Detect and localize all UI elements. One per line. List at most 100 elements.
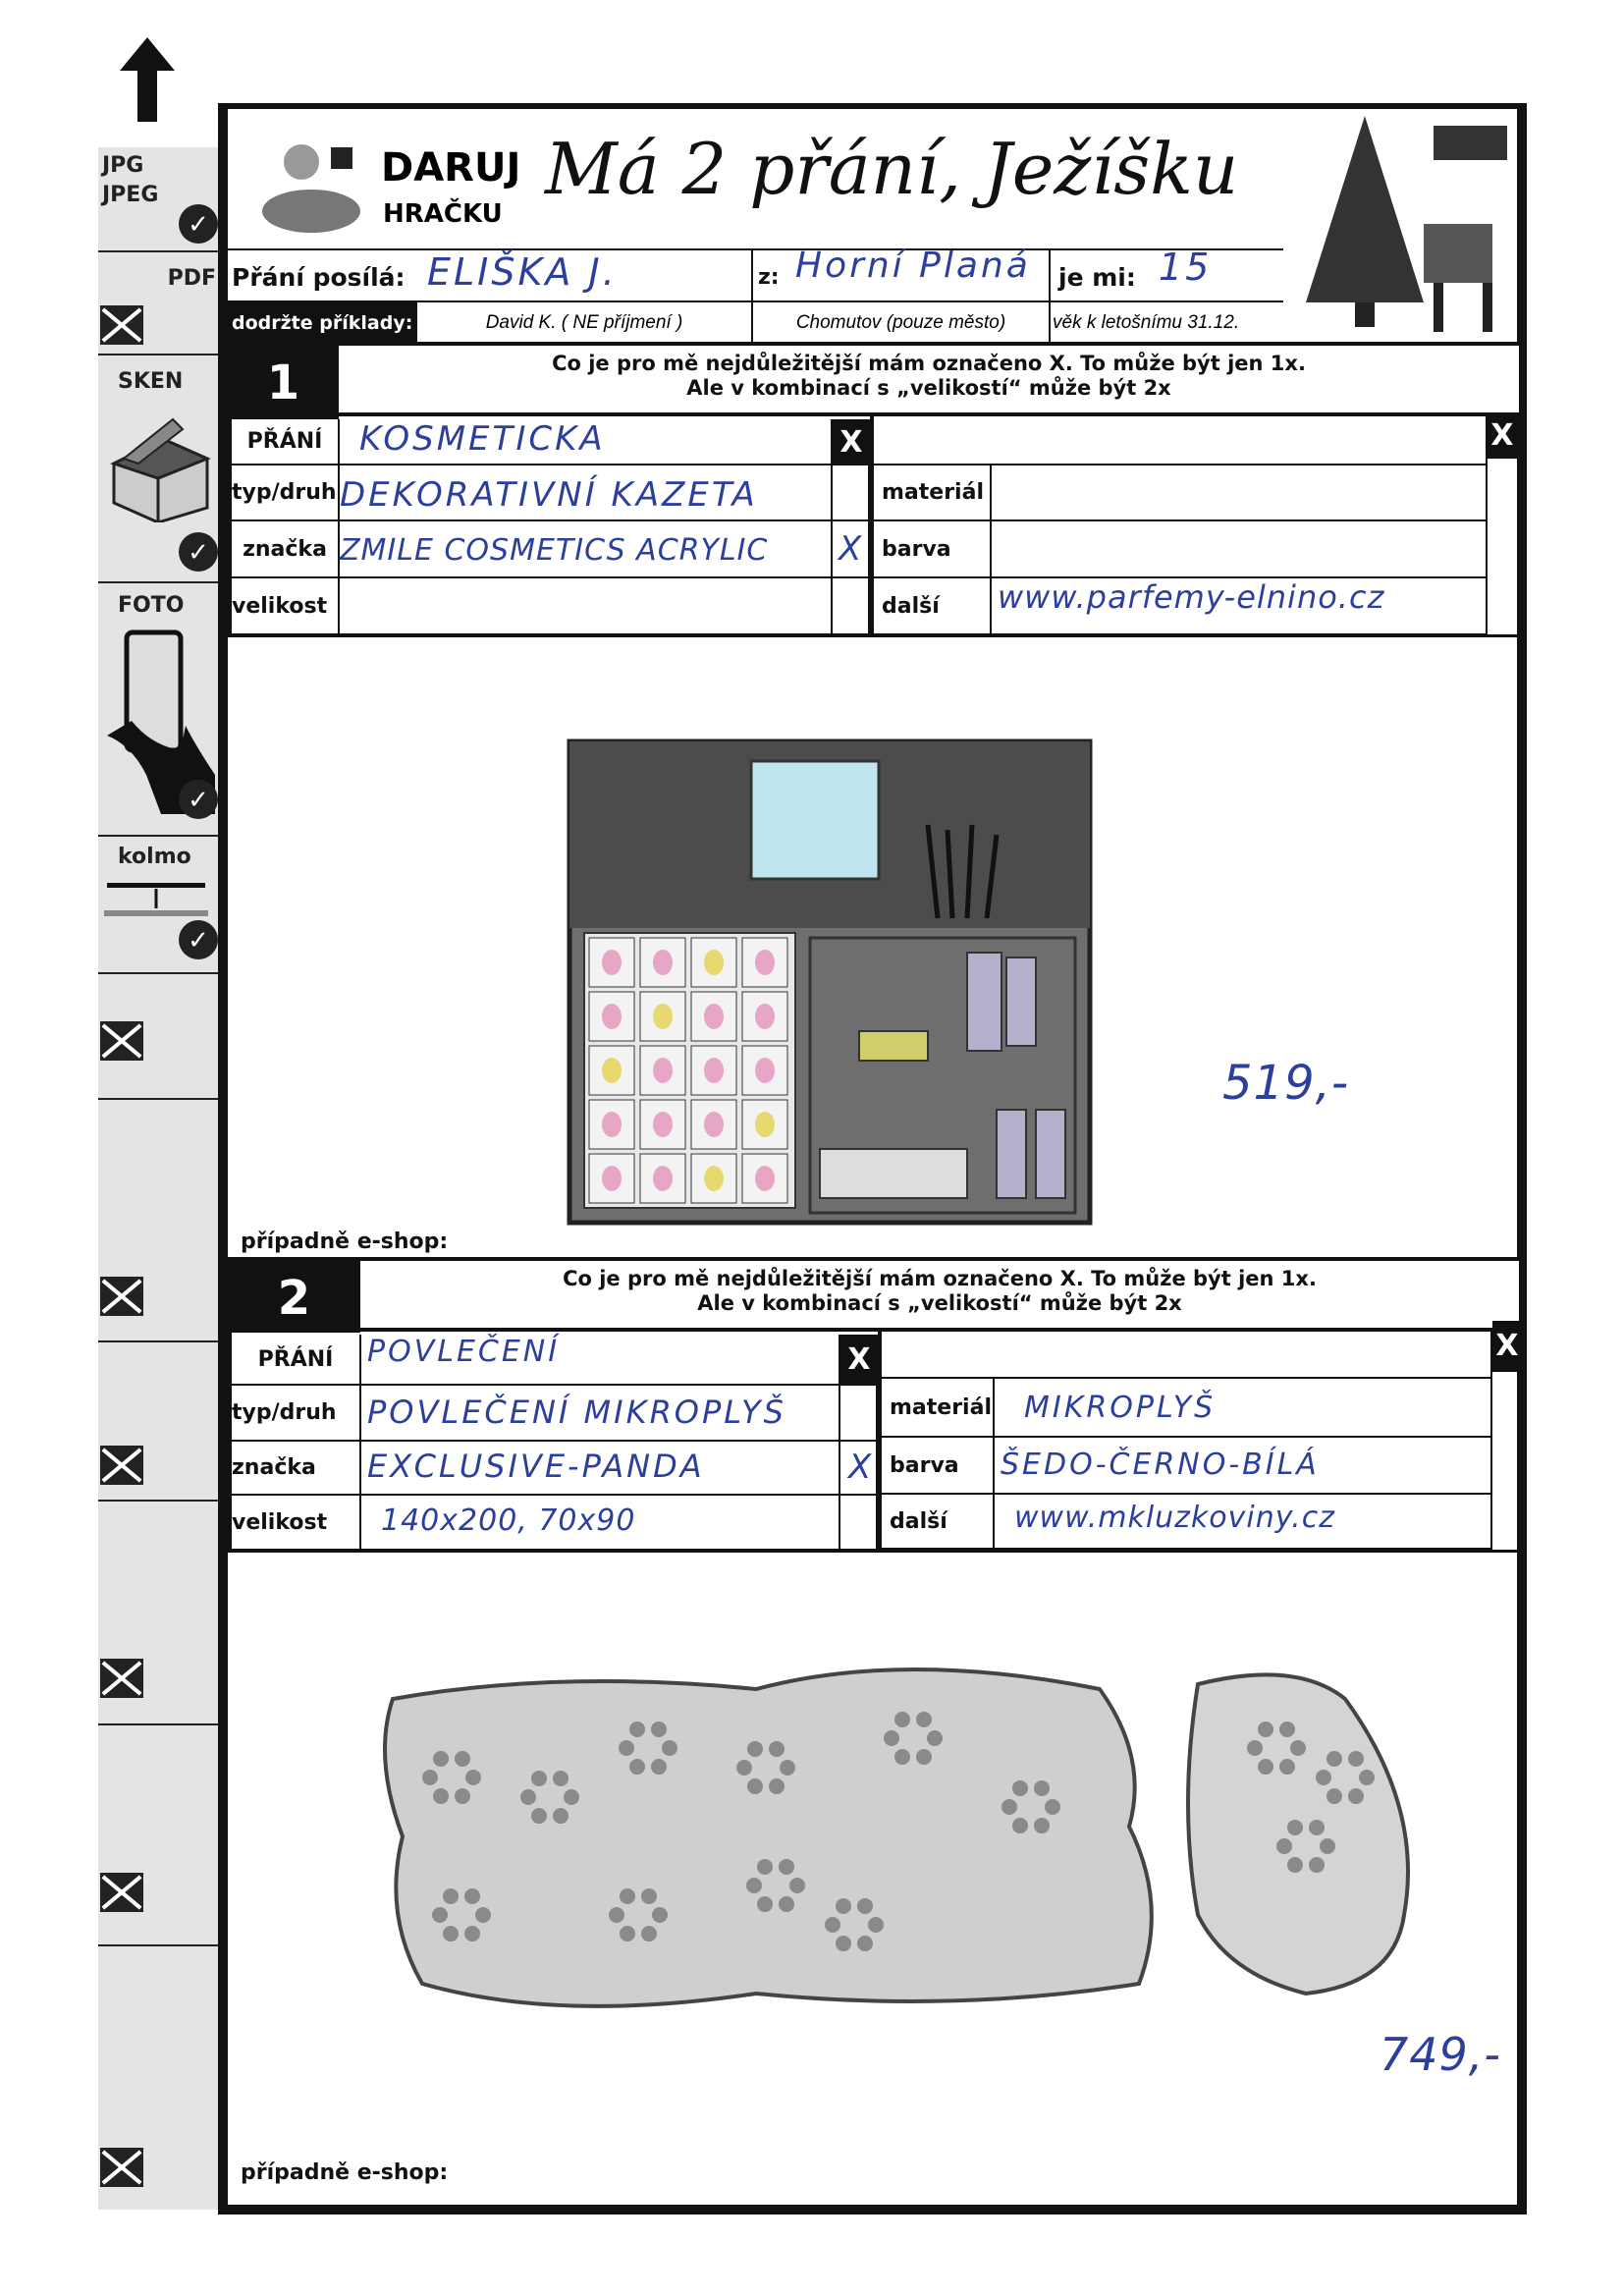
x-box-icon (100, 1021, 143, 1061)
palette-color (704, 1166, 724, 1191)
sidebar-label: JPG (102, 153, 144, 178)
right-header-cell (882, 1328, 1492, 1379)
other-field[interactable]: www.mkluzkoviny.cz (995, 1495, 1492, 1550)
pattern-dot (443, 1887, 459, 1904)
pattern-dot (1316, 1770, 1331, 1785)
pattern-dot (789, 1878, 805, 1893)
wish-number: 1 (266, 355, 300, 410)
palette-color (755, 1004, 775, 1029)
pattern-dot (553, 1808, 568, 1825)
pattern-dot (464, 1926, 480, 1942)
pattern-dot (662, 1740, 677, 1756)
size-priority-cell[interactable] (833, 578, 870, 635)
sidebar-label: SKEN (118, 369, 184, 394)
palette-color (653, 1058, 673, 1083)
palette-color (602, 1166, 622, 1191)
example-age: věk k letošnímu 31.12. (1053, 312, 1240, 333)
pattern-dot (894, 1711, 910, 1727)
pattern-dot (433, 1788, 449, 1805)
age-field[interactable]: 15 (1159, 246, 1213, 289)
pattern-dot (1309, 1819, 1325, 1835)
palette-color (755, 1166, 775, 1191)
brand-priority-mark[interactable]: X (840, 1442, 878, 1496)
color-field[interactable]: ŠEDO-ČERNO-BÍLÁ (995, 1438, 1492, 1495)
palette-color (602, 1112, 622, 1137)
pattern-dot (1348, 1788, 1364, 1805)
check-icon: ✓ (179, 920, 218, 959)
color-label: barva (874, 521, 992, 578)
pattern-dot (884, 1730, 899, 1746)
brand-field[interactable]: ZMILE COSMETICS ACRYLIC (340, 521, 833, 578)
page-title: Má 2 přání, Ježíšku (545, 128, 1239, 210)
pattern-dot (553, 1770, 568, 1786)
pattern-dot (564, 1789, 579, 1805)
wish-field[interactable]: POVLEČENÍ (361, 1335, 840, 1386)
pattern-dot (1279, 1759, 1295, 1776)
material-label: materiál (874, 465, 992, 521)
pattern-dot (629, 1721, 645, 1737)
pattern-dot (455, 1750, 470, 1767)
sender-name-field[interactable]: ELIŠKA J. (427, 250, 618, 294)
type-field[interactable]: DEKORATIVNÍ KAZETA (340, 465, 833, 521)
example-city: Chomutov (pouze město) (795, 312, 1006, 333)
instruction-text: Co je pro mě nejdůležitější mám označeno… (563, 1267, 1317, 1290)
pattern-dot (1012, 1779, 1028, 1796)
sidebar-item-pdf: PDF (98, 250, 220, 354)
pattern-dot (757, 1896, 773, 1913)
pattern-dot (769, 1740, 785, 1757)
pattern-dot (1247, 1740, 1263, 1756)
pattern-dot (641, 1926, 657, 1942)
size-field[interactable] (340, 578, 833, 635)
pattern-dot (1258, 1759, 1273, 1776)
palette-color (653, 950, 673, 975)
pattern-dot (757, 1858, 773, 1875)
type-priority-cell[interactable] (833, 465, 870, 521)
pattern-dot (1258, 1721, 1273, 1737)
pattern-dot (857, 1897, 873, 1914)
sidebar-item-angled (98, 972, 220, 1098)
material-field[interactable] (992, 465, 1488, 521)
scanner-icon (110, 417, 211, 522)
wish-number-box (228, 1261, 360, 1333)
brand-field[interactable]: EXCLUSIVE-PANDA (361, 1442, 840, 1496)
pattern-dot (520, 1789, 536, 1805)
material-field[interactable]: MIKROPLYŠ (995, 1379, 1492, 1438)
pattern-dot (432, 1907, 448, 1923)
instruction-box: Co je pro mě nejdůležitější mám označeno… (360, 1261, 1519, 1332)
color-field[interactable] (992, 521, 1488, 578)
pattern-dot (1287, 1857, 1303, 1874)
wish-field[interactable]: KOSMETICKA (340, 419, 833, 465)
example-name: David K. ( NE příjmení ) (485, 312, 683, 333)
sidebar-item-landscape (98, 1340, 220, 1500)
size-priority-cell[interactable] (840, 1496, 878, 1551)
brand-label: značka (232, 521, 340, 578)
pattern-dot (769, 1778, 785, 1795)
pattern-dot (641, 1887, 657, 1904)
pattern-dot (780, 1760, 795, 1776)
wish-label: PŘÁNÍ (232, 419, 340, 465)
sidebar-label: JPEG (102, 183, 159, 207)
pattern-dot (433, 1750, 449, 1767)
type-priority-cell[interactable] (840, 1386, 878, 1442)
brand-priority-mark[interactable]: X (833, 521, 870, 578)
palette-color (704, 1058, 724, 1083)
pattern-dot (465, 1770, 481, 1785)
santa-logo-icon (262, 144, 360, 233)
pattern-dot (1045, 1799, 1060, 1815)
pattern-dot (736, 1760, 752, 1776)
size-label: velikost (232, 1496, 361, 1551)
palette-color (602, 950, 622, 975)
check-icon: ✓ (179, 780, 218, 819)
age-label: je mi: (1058, 262, 1136, 292)
pattern-dot (825, 1917, 840, 1933)
type-field[interactable]: POVLEČENÍ MIKROPLYŠ (361, 1386, 840, 1442)
size-field[interactable]: 140x200, 70x90 (361, 1496, 840, 1551)
pattern-dot (836, 1936, 851, 1952)
price: 519,- (1222, 1056, 1350, 1111)
pattern-dot (652, 1907, 668, 1923)
pattern-dot (927, 1730, 943, 1746)
from-field[interactable]: Horní Planá (795, 246, 1031, 286)
pattern-dot (916, 1749, 932, 1766)
sidebar-label: FOTO (118, 593, 185, 618)
other-field[interactable]: www.parfemy-elnino.cz (992, 578, 1488, 635)
